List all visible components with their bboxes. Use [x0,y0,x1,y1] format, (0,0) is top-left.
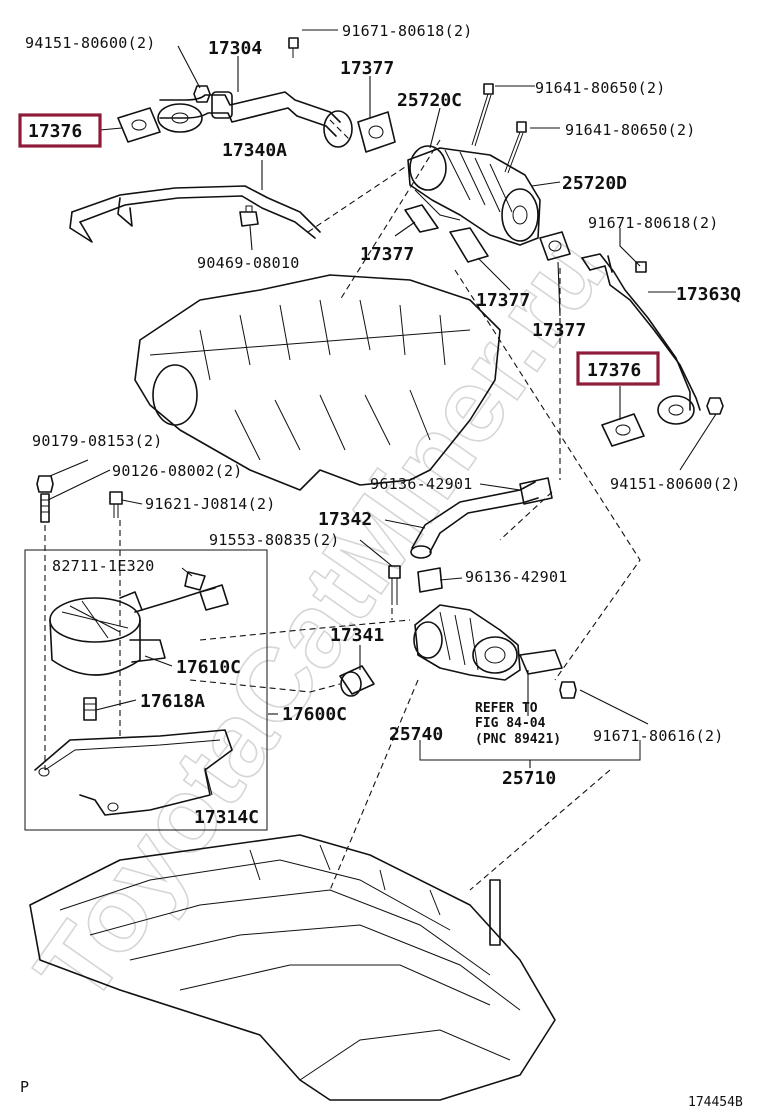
callout-17376-right[interactable]: 17376 [587,360,641,381]
callout-96136-42901-b[interactable]: 96136-42901 [465,568,568,586]
intake-manifold-drawing [134,274,501,491]
gasket-17377-top-drawing [357,111,396,153]
callout-82711-1E320[interactable]: 82711-1E320 [52,557,155,575]
callout-17377-mid[interactable]: 17377 [360,244,414,265]
nut-94151-right-drawing [706,397,724,415]
callout-90469-08010[interactable]: 90469-08010 [197,254,300,272]
page-letter: P [20,1078,29,1096]
gasket-17376-left-drawing [117,107,161,143]
callout-17304[interactable]: 17304 [208,38,262,59]
gasket-17377-low-drawing [539,231,571,261]
callout-17376-top[interactable]: 17376 [28,121,82,142]
stud-17618A-drawing [83,697,97,721]
gasket-17377-right-drawing [449,227,489,263]
clamp-96136-b-drawing [417,567,443,593]
leader-lines [47,29,717,796]
callout-17610C[interactable]: 17610C [176,657,241,678]
hose-17342-drawing [410,477,553,559]
callout-91641-80650-a[interactable]: 91641-80650(2) [535,79,666,97]
gasket-17376-right-drawing [601,413,645,447]
callout-17363Q[interactable]: 17363Q [676,284,741,305]
air-switching-valve-25720-drawing [407,145,541,246]
callout-17600C[interactable]: 17600C [282,704,347,725]
dashed-assembly-lines [44,119,641,891]
callout-25710[interactable]: 25710 [502,768,556,789]
callout-17377-right[interactable]: 17377 [476,290,530,311]
callout-94151-80600-top[interactable]: 94151-80600(2) [25,34,156,52]
figure-number: 174454B [688,1095,743,1110]
clip-90469-drawing [239,205,259,227]
refer-to-line-3: (PNC 89421) [475,732,561,747]
callout-91671-80618-top[interactable]: 91671-80618(2) [342,22,473,40]
refer-to-line-2: FIG 84-04 [475,716,546,731]
highlight-box-17376-right [576,351,660,386]
callout-94151-80600-right[interactable]: 94151-80600(2) [610,475,741,493]
callout-91553-80835[interactable]: 91553-80835(2) [209,531,340,549]
callout-17341[interactable]: 17341 [330,625,384,646]
callout-25720D[interactable]: 25720D [562,173,627,194]
bolt-91671-top-drawing [288,37,299,58]
bolt-91671-616-drawing [559,681,577,699]
refer-to-line-1: REFER TO [475,701,538,716]
callout-25720C[interactable]: 25720C [397,90,462,111]
air-pump-17610C-drawing [49,571,229,676]
callout-91641-80650-b[interactable]: 91641-80650(2) [565,121,696,139]
bolt-91671-right-drawing [635,261,647,273]
callout-91621-J0814[interactable]: 91621-J0814(2) [145,495,276,513]
callout-17340A[interactable]: 17340A [222,140,287,161]
hose-17341-drawing [339,665,375,697]
air-pipe-17363Q-drawing [581,253,701,425]
callout-17342[interactable]: 17342 [318,509,372,530]
bolt-91641-b-drawing [504,121,527,174]
callout-91671-80618-right[interactable]: 91671-80618(2) [588,214,719,232]
callout-17618A[interactable]: 17618A [140,691,205,712]
callout-17377-top[interactable]: 17377 [340,58,394,79]
engine-block-drawing [29,834,556,1101]
gasket-17377-mid-drawing [404,204,439,233]
callout-17314C[interactable]: 17314C [194,807,259,828]
pipe-17340A-drawing [69,185,321,243]
highlight-box-17376-top [18,113,102,148]
nut-94151-top-drawing [193,85,211,103]
callout-91671-80616[interactable]: 91671-80616(2) [593,727,724,745]
air-pipe-17304-drawing [157,91,353,148]
callout-labels: 94151-80600(2) 17304 91671-80618(2) 1737… [20,22,743,1110]
callout-90179-08153[interactable]: 90179-08153(2) [32,432,163,450]
callout-17377-low[interactable]: 17377 [532,320,586,341]
callout-90126-08002[interactable]: 90126-08002(2) [112,462,243,480]
bolt-91553-drawing [388,565,401,605]
group-box-17600C [24,549,268,831]
air-injection-valve-25740-drawing [413,604,563,681]
bolt-91641-a-drawing [471,83,494,147]
callout-96136-42901-a[interactable]: 96136-42901 [370,475,473,493]
callout-25740[interactable]: 25740 [389,724,443,745]
bolt-91621-drawing [109,491,123,518]
